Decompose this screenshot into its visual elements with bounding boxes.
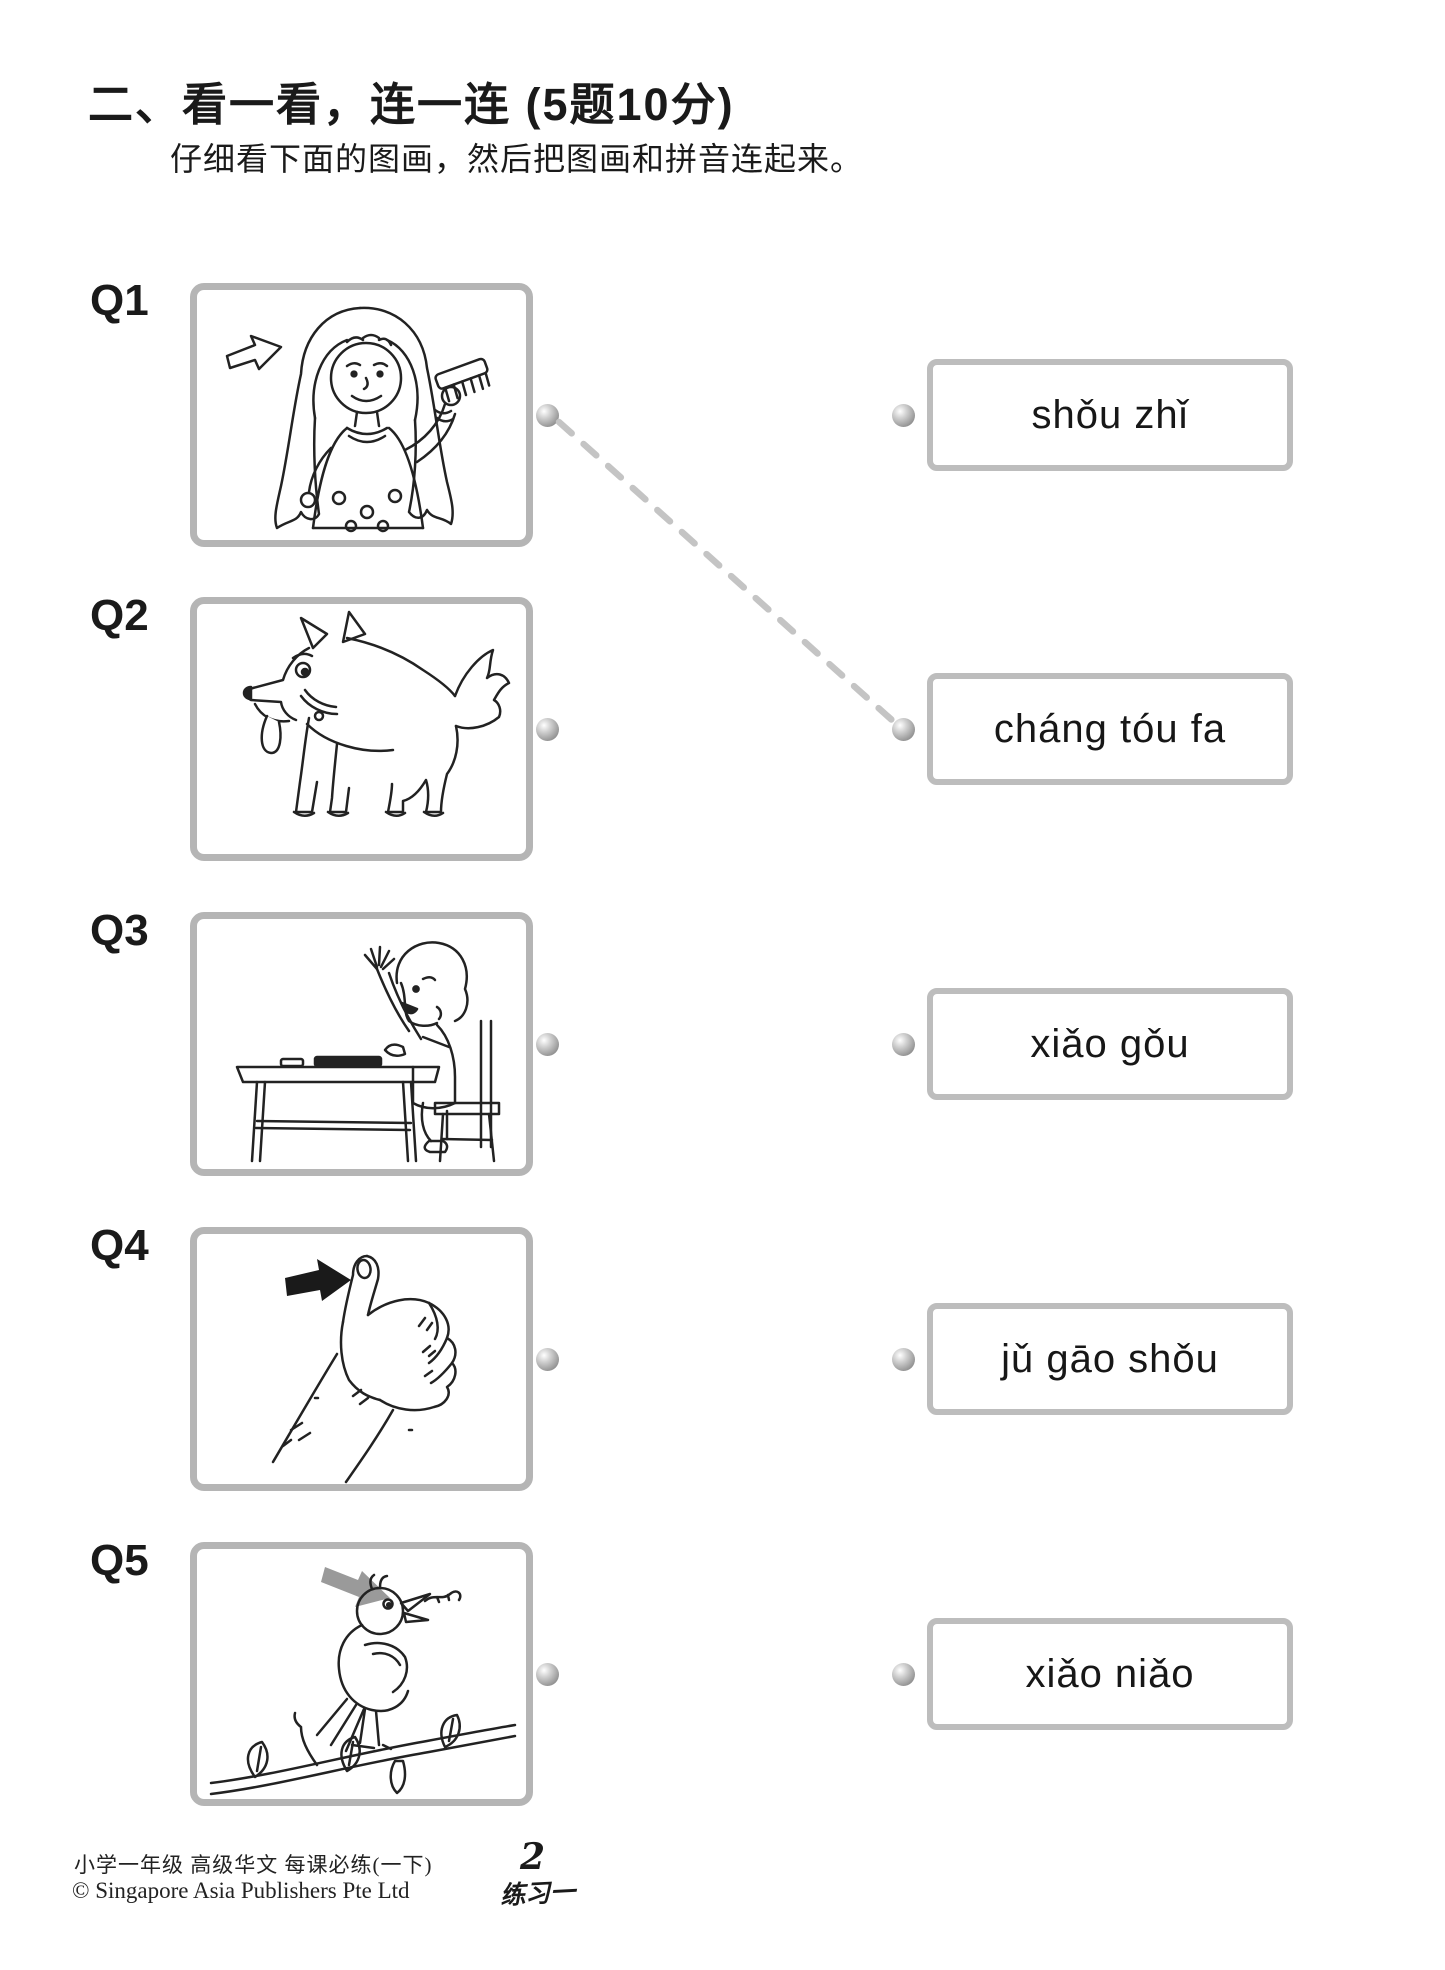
hand-with-thumb-up-illustration: [271, 1254, 457, 1484]
question-label-q5: Q5: [90, 1536, 149, 1585]
answer-box-ju-gao-shou[interactable]: jǔ gāo shǒu: [927, 1303, 1293, 1415]
picture-box-q4: [190, 1227, 533, 1491]
answer-box-xiao-niao[interactable]: xiǎo niǎo: [927, 1618, 1293, 1730]
connector-dot-q1[interactable]: [536, 404, 559, 427]
girl-combing-long-hair-illustration: [225, 306, 491, 533]
footer-book-title: 小学一年级 高级华文 每课必练(一下): [74, 1853, 433, 1877]
question-label-q3: Q3: [90, 906, 149, 955]
question-label-q1: Q1: [90, 276, 149, 325]
connector-dot-answer-3[interactable]: [892, 1033, 915, 1056]
answer-box-shou-zhi[interactable]: shǒu zhǐ: [927, 359, 1293, 471]
arrow-icon: [321, 1567, 390, 1607]
connection-line-q1-to-chang-tou-fa: [555, 418, 897, 725]
answer-box-chang-tou-fa[interactable]: cháng tóu fa: [927, 673, 1293, 785]
child-raising-hand-at-desk-illustration: [235, 941, 501, 1163]
connector-dot-q3[interactable]: [536, 1033, 559, 1056]
section-instructions: 仔细看下面的图画，然后把图画和拼音连起来。: [170, 141, 864, 177]
connector-dot-q2[interactable]: [536, 718, 559, 741]
answer-pinyin: jǔ gāo shǒu: [1001, 1336, 1219, 1381]
connector-dot-q4[interactable]: [536, 1348, 559, 1371]
answer-box-xiao-gou[interactable]: xiǎo gǒu: [927, 988, 1293, 1100]
question-label-q4: Q4: [90, 1221, 149, 1270]
exercise-name: 练习一: [499, 1877, 576, 1910]
answer-pinyin: xiǎo gǒu: [1030, 1021, 1190, 1066]
answer-pinyin: cháng tóu fa: [993, 706, 1227, 751]
picture-box-q2: [190, 597, 533, 861]
picture-box-q1: [190, 283, 533, 547]
picture-box-q5: [190, 1542, 533, 1806]
picture-box-q3: [190, 912, 533, 1176]
connector-dot-answer-2[interactable]: [892, 718, 915, 741]
section-title: 二、看一看，连一连 (5题10分): [88, 79, 735, 130]
connector-dot-q5[interactable]: [536, 1663, 559, 1686]
answer-pinyin: xiǎo niǎo: [1025, 1651, 1195, 1696]
connector-dot-answer-4[interactable]: [892, 1348, 915, 1371]
arrow-icon: [285, 1259, 351, 1301]
arrow-icon: [225, 334, 283, 371]
small-bird-on-branch-illustration: [209, 1567, 517, 1796]
connector-dot-answer-5[interactable]: [892, 1663, 915, 1686]
connector-dot-answer-1[interactable]: [892, 404, 915, 427]
answer-pinyin: shǒu zhǐ: [1031, 392, 1189, 437]
page-number: 2: [520, 1836, 546, 1878]
question-label-q2: Q2: [90, 591, 149, 640]
comb: [434, 357, 491, 403]
footer-copyright: © Singapore Asia Publishers Pte Ltd: [72, 1878, 410, 1903]
small-dog-illustration: [242, 610, 511, 817]
